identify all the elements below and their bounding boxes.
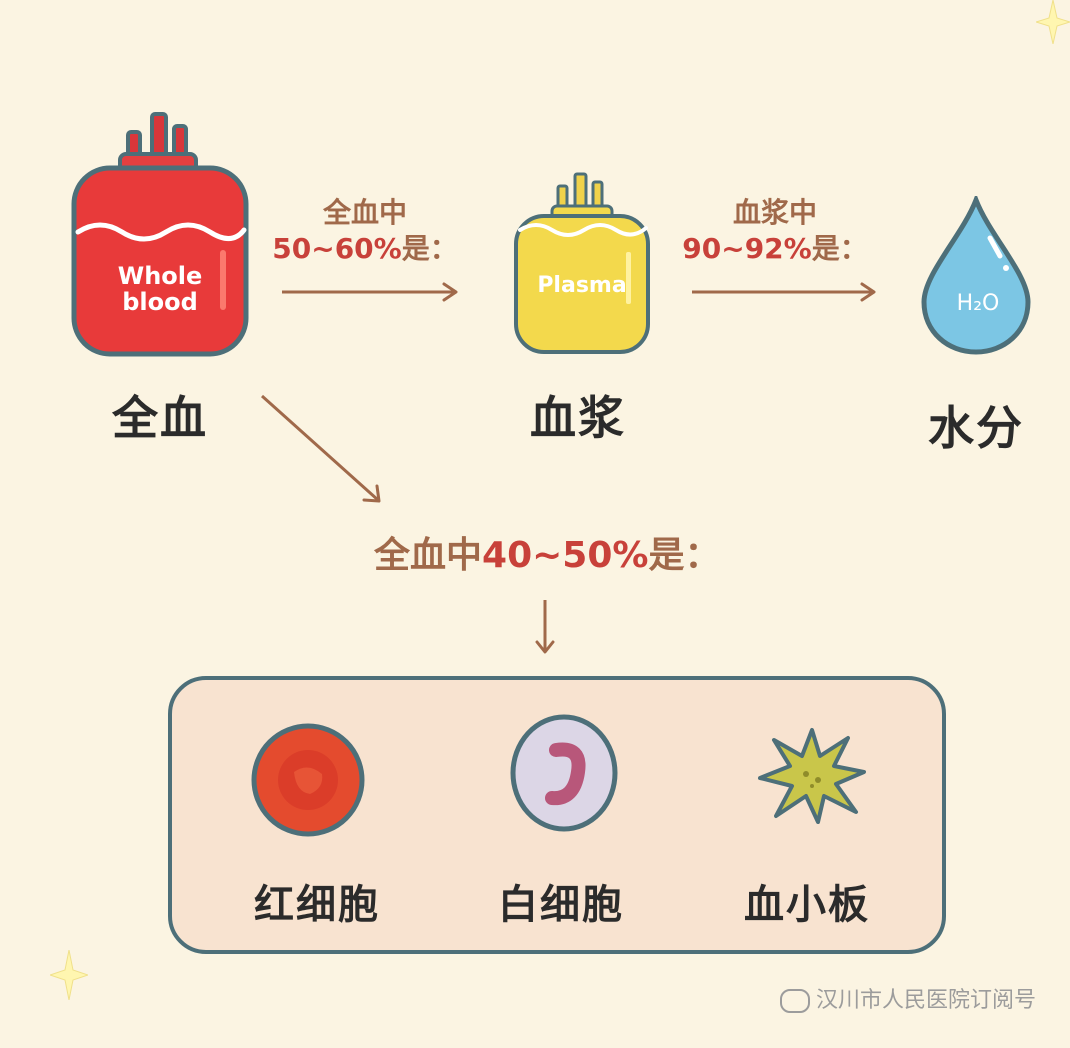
whole-blood-bag-text-line1: Whole: [118, 262, 203, 290]
whole-blood-bag-text-line2: blood: [122, 288, 198, 316]
sparkle-icon: [1036, 0, 1070, 44]
arrow-right-icon: [692, 282, 876, 302]
arrow-text-line2: 90~92%是：: [680, 231, 870, 267]
arrow-right-icon: [282, 282, 458, 302]
white-blood-cell-icon: [510, 714, 618, 832]
water-label: 水分: [928, 401, 1024, 455]
arrow-diagonal-icon: [260, 394, 381, 503]
wechat-icon: [779, 989, 810, 1013]
whole-blood-bag-icon: Whole blood: [71, 112, 249, 357]
arrow-text-prefix: 全血中: [374, 535, 483, 576]
plasma-bag-icon: Plasma: [514, 172, 650, 354]
platelet-icon: [758, 728, 866, 824]
red-blood-cell-icon: [251, 723, 365, 837]
arrow-text-line1: 全血中: [322, 196, 407, 229]
whole-blood-label: 全血: [112, 391, 208, 445]
arrow-text-plasma-to-water: 血浆中 90~92%是：: [680, 195, 870, 267]
water-drop-text: H₂O: [957, 291, 1000, 316]
plasma-bag-text: Plasma: [537, 273, 626, 298]
arrow-text-suffix: 是：: [401, 232, 458, 265]
percent-value: 40~50%: [482, 535, 649, 576]
arrow-text-line1: 血浆中: [732, 196, 817, 229]
cell-label-white-blood-cell: 白细胞: [498, 882, 624, 928]
water-drop-icon: H₂O: [921, 196, 1031, 355]
sparkle-icon: [50, 950, 88, 1000]
cell-label-red-blood-cell: 红细胞: [254, 882, 380, 928]
percent-value: 50~60%: [272, 232, 402, 265]
arrow-down-icon: [535, 600, 555, 654]
arrow-text-wb-to-cells: 全血中40~50%是：: [374, 526, 720, 578]
plasma-label: 血浆: [530, 391, 626, 445]
arrow-text-suffix: 是：: [811, 232, 868, 265]
percent-value: 90~92%: [682, 232, 812, 265]
watermark-text: 汉川市人民医院订阅号: [815, 988, 1036, 1013]
watermark: 汉川市人民医院订阅号: [779, 982, 1036, 1014]
arrow-text-wb-to-plasma: 全血中 50~60%是：: [270, 195, 460, 267]
arrow-text-suffix: 是：: [648, 535, 721, 576]
arrow-text-line2: 50~60%是：: [270, 231, 460, 267]
cell-label-platelet: 血小板: [744, 882, 870, 928]
